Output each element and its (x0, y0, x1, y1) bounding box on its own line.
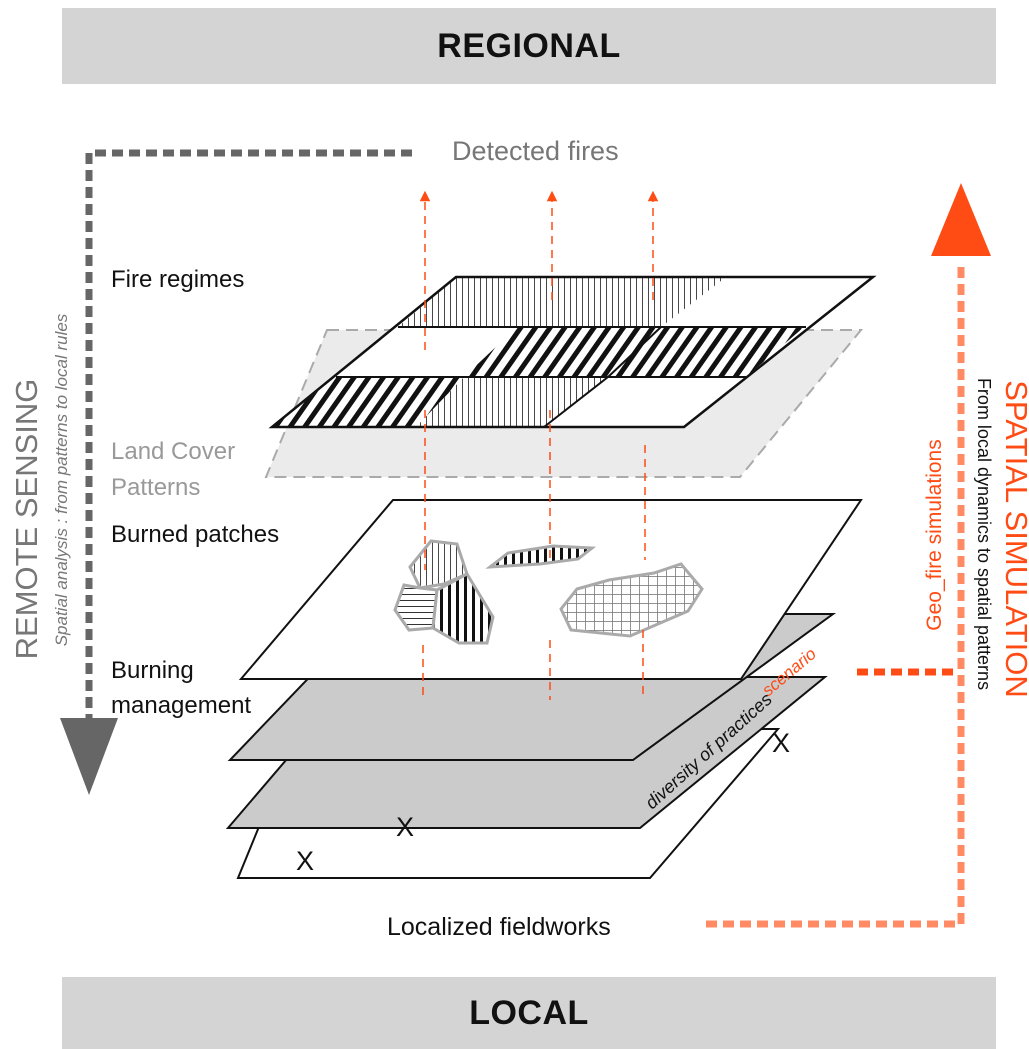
remote-sensing-title: REMOTE SENSING (9, 379, 44, 660)
burned-patches-label: Burned patches (111, 521, 279, 548)
spatial-simulation-title: SPATIAL SIMULATION (999, 380, 1029, 698)
local-title: LOCAL (469, 993, 589, 1032)
land-cover-label-line1: Land Cover (111, 438, 235, 465)
spatial-simulation-arrowhead (931, 183, 991, 256)
regime-cell-diagonal-left (272, 377, 464, 427)
regional-banner: REGIONAL (62, 8, 996, 84)
fire-regimes-label: Fire regimes (111, 266, 244, 293)
land-cover-label-line2: Patterns (111, 474, 200, 501)
fire-regimes-grid-v2 (543, 376, 609, 428)
burned-patches-plane (238, 499, 863, 680)
burning-management-label-line2: management (111, 692, 251, 719)
patch-grid (559, 562, 704, 638)
remote-sensing-arrowhead (60, 718, 118, 795)
marker-x-2: X (396, 812, 414, 842)
remote-sensing-arrow-line (85, 149, 412, 718)
detected-fires-label: Detected fires (452, 136, 619, 166)
fire-regimes-outline (268, 275, 877, 429)
fieldworks-label: Localized fieldworks (387, 913, 611, 941)
remote-sensing-subtitle: Spatial analysis : from patterns to loca… (52, 313, 71, 646)
spatial-simulation-arrow-line (706, 262, 965, 928)
burning-management-label-line1: Burning (111, 657, 194, 684)
regime-cell-vertical-top (398, 277, 726, 327)
regional-title: REGIONAL (437, 26, 621, 65)
spatial-simulation-subtitle: From local dynamics to spatial patterns (974, 378, 994, 690)
marker-x-1: X (296, 846, 314, 876)
fire-regimes-grid-v1 (607, 326, 662, 378)
local-banner: LOCAL (62, 977, 996, 1049)
geo-fire-simulations-label: Geo_fire simulations (923, 439, 946, 630)
marker-x-3: X (772, 728, 790, 758)
patch-thick-stripes (431, 572, 495, 645)
patch-elongated (485, 544, 597, 569)
